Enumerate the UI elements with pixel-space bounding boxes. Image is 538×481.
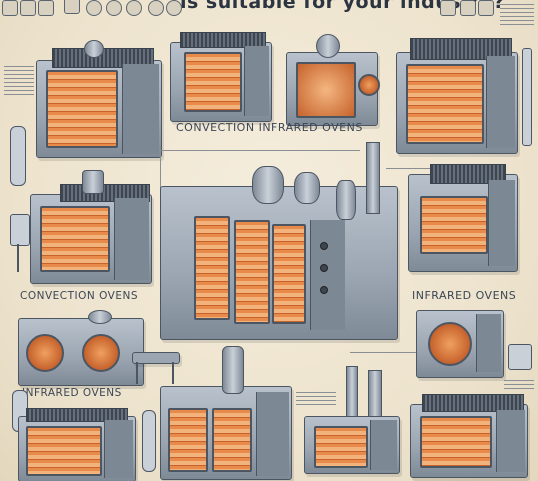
caption-lines (4, 66, 34, 96)
connector-line (160, 150, 360, 151)
dial-icon (148, 0, 164, 16)
oven-window (194, 216, 230, 320)
oven-top-grill (422, 394, 524, 412)
control-panel (476, 314, 501, 372)
panel-icon (38, 0, 54, 16)
control-panel (496, 410, 525, 472)
control-knob (320, 264, 328, 272)
rack-leg (172, 362, 174, 384)
fan-housing (316, 34, 340, 58)
oven-window (46, 70, 118, 148)
side-fan (358, 74, 380, 96)
control-panel (122, 64, 159, 154)
caption-lines (296, 392, 336, 408)
fan-housing (88, 310, 112, 324)
control-panel (486, 56, 515, 148)
oven-top-grill (410, 38, 512, 60)
badge-icon (64, 0, 80, 14)
fan-housing (252, 166, 284, 204)
label-convection-ovens: CONVECTION OVENS (20, 290, 138, 302)
caption-lines (504, 380, 534, 392)
rack-top (132, 352, 180, 364)
oven-window (168, 408, 208, 472)
control-panel (370, 420, 397, 470)
oven-window (184, 52, 242, 112)
panel-icon (460, 0, 476, 16)
control-panel (310, 220, 345, 330)
heat-drum (428, 322, 472, 366)
oven-window (406, 64, 484, 144)
heat-drum (82, 334, 120, 372)
exhaust-pipe (368, 370, 382, 422)
control-panel (244, 46, 269, 116)
oven-window (420, 416, 492, 468)
oven-window (272, 224, 306, 324)
dial-icon (106, 0, 122, 16)
oven-top-grill (430, 164, 506, 184)
chimney (366, 142, 380, 214)
stand (17, 244, 19, 272)
fan-housing (84, 40, 104, 58)
control-panel (488, 180, 515, 266)
label-convection-infrared: CONVECTION INFRARED OVENS (176, 121, 363, 134)
control-panel (114, 198, 149, 280)
page-title: is suitable for your industry? (180, 0, 505, 13)
caption-lines (500, 4, 534, 26)
thermometer-icon (10, 126, 26, 186)
connector-line (160, 150, 161, 190)
control-knob (320, 242, 328, 250)
oven-window (296, 62, 356, 118)
panel-icon (440, 0, 456, 16)
label-infrared-ovens-bottom: INFRARED OVENS (22, 387, 122, 399)
oven-window (26, 426, 102, 476)
controller-icon (508, 344, 532, 370)
fan-housing (294, 172, 320, 204)
heat-drum (26, 334, 64, 372)
oven-window (420, 196, 488, 254)
exhaust-pipe (346, 366, 358, 422)
chimney (82, 170, 104, 194)
dial-icon (86, 0, 102, 16)
dial-icon (126, 0, 142, 16)
oven-top-grill (26, 408, 128, 422)
rack-leg (136, 362, 138, 384)
oven-window (212, 408, 252, 472)
thermometer-icon (522, 48, 532, 146)
oven-top-grill (180, 32, 266, 48)
panel-icon (20, 0, 36, 16)
control-knob (320, 286, 328, 294)
chimney (222, 346, 244, 394)
panel-icon (478, 0, 494, 16)
thermometer-icon (142, 410, 156, 472)
oven-window (234, 220, 270, 324)
control-panel (104, 420, 133, 478)
dial-icon (166, 0, 182, 16)
panel-icon (2, 0, 18, 16)
connector-line (350, 352, 460, 353)
oven-window (40, 206, 110, 272)
label-infrared-ovens: INFRARED OVENS (412, 289, 517, 302)
controller-icon (10, 214, 30, 246)
exhaust-pipe (336, 180, 356, 220)
oven-window (314, 426, 368, 468)
control-panel (256, 392, 289, 476)
